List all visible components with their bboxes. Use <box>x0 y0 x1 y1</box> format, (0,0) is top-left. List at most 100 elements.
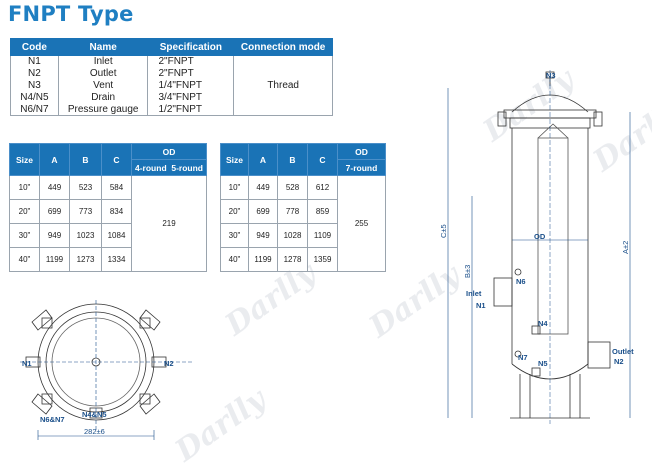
cell-size: 20" <box>220 199 249 224</box>
label-n7: N7 <box>518 353 528 362</box>
table-row: 40" 1199 1278 1359 <box>220 247 386 272</box>
cell-a: 699 <box>248 199 278 224</box>
cell-size: 10" <box>220 175 249 200</box>
side-view-drawing: N3 OD N6 Inlet N1 N4 N7 N5 Outlet N2 C±5… <box>439 70 634 424</box>
clamp-bolt <box>593 111 603 127</box>
cell-code: N3 <box>10 79 59 92</box>
cell-size: 30" <box>9 223 40 248</box>
size-table-7-round: Size A B C OD 7-round 10" 449 528 612 25… <box>220 143 386 272</box>
flange-ear <box>31 309 53 331</box>
cell-b: 523 <box>69 175 102 200</box>
filter-bag-top <box>537 123 569 139</box>
cell-spec: 1/2"FNPT <box>147 103 235 116</box>
cell-size: 10" <box>9 175 40 200</box>
cell-code: N1 <box>10 55 59 68</box>
cell-a: 1199 <box>39 247 70 272</box>
cell-name: Inlet <box>57 55 149 68</box>
label-n4: N4 <box>538 319 548 328</box>
top-view-drawing: N1 N2 N6&N7 N4&N5 282±6 <box>20 300 192 440</box>
label-a: A±2 <box>621 241 630 254</box>
table-row: 10" 449 523 584 219 <box>9 175 207 272</box>
cell-a: 1199 <box>248 247 278 272</box>
cell-spec: 3/4"FNPT <box>147 91 235 104</box>
header-a: A <box>39 143 70 176</box>
cell-code: N4/N5 <box>10 91 59 104</box>
cell-spec: 2"FNPT <box>147 67 235 80</box>
label-od: OD <box>534 232 546 241</box>
cell-c: 834 <box>101 199 132 224</box>
cell-name: Drain <box>57 91 149 104</box>
header-od-sub: 4-round 5-round <box>131 159 207 176</box>
cell-od: 219 <box>131 175 207 272</box>
cell-b: 1028 <box>277 223 308 248</box>
clamp-bolt <box>497 111 507 127</box>
cell-c: 1334 <box>101 247 132 272</box>
cell-size: 20" <box>9 199 40 224</box>
cell-size: 40" <box>220 247 249 272</box>
cell-c: 859 <box>307 199 338 224</box>
cell-b: 1023 <box>69 223 102 248</box>
cell-b: 1273 <box>69 247 102 272</box>
size-table-subheader: 7-round <box>221 159 386 176</box>
code-table: Code Name Specification Connection mode … <box>10 38 333 116</box>
header-c: C <box>307 143 338 176</box>
cell-name: Vent <box>57 79 149 92</box>
header-size: Size <box>9 143 40 176</box>
cell-b: 773 <box>69 199 102 224</box>
size-table-header: Size A B C OD <box>9 143 207 176</box>
cell-od: 255 <box>337 175 386 272</box>
label-n4n5: N4&N5 <box>82 410 107 419</box>
label-inlet: Inlet <box>466 289 482 298</box>
header-a: A <box>248 143 278 176</box>
header-name: Name <box>57 38 149 56</box>
header-size: Size <box>220 143 249 176</box>
label-b: B±3 <box>463 265 472 278</box>
flange-ear <box>31 393 53 415</box>
cell-size: 40" <box>9 247 40 272</box>
header-od: OD <box>337 143 386 160</box>
cell-name: Outlet <box>57 67 149 80</box>
label-n2: N2 <box>614 357 624 366</box>
cell-code: N2 <box>10 67 59 80</box>
table-row: N3 Vent 1/4"FNPT <box>10 79 333 92</box>
cell-b: 1278 <box>277 247 308 272</box>
cell-code: N6/N7 <box>10 103 59 116</box>
table-row: N2 Outlet 2"FNPT <box>10 67 333 80</box>
cell-connection-mode: Thread <box>233 55 333 116</box>
cell-b: 528 <box>277 175 308 200</box>
label-width: 282±6 <box>84 427 105 436</box>
page-title: FNPT Type <box>8 2 134 26</box>
inlet-nozzle <box>493 277 513 307</box>
label-n3: N3 <box>546 71 556 80</box>
table-row: 20" 699 778 859 <box>220 199 386 224</box>
port-n4 <box>531 325 541 335</box>
label-n1: N1 <box>476 301 486 310</box>
cell-c: 1084 <box>101 223 132 248</box>
cell-a: 949 <box>248 223 278 248</box>
cell-size: 30" <box>220 223 249 248</box>
table-row: 40" 1199 1273 1334 <box>9 247 207 272</box>
header-od: OD <box>131 143 207 160</box>
cell-a: 449 <box>39 175 70 200</box>
label-c: C±5 <box>439 224 448 238</box>
flange-ear <box>139 393 161 415</box>
table-row: N6/N7 Pressure gauge 1/2"FNPT <box>10 103 333 116</box>
cell-c: 1109 <box>307 223 338 248</box>
cell-c: 584 <box>101 175 132 200</box>
label-n6n7: N6&N7 <box>40 415 65 424</box>
label-outlet: Outlet <box>612 347 634 356</box>
table-row: 20" 699 773 834 <box>9 199 207 224</box>
size-table-subheader: 4-round 5-round <box>10 159 207 176</box>
label-n6: N6 <box>516 277 526 286</box>
code-table-header: Code Name Specification Connection mode <box>10 38 333 56</box>
leg <box>41 317 53 329</box>
cell-spec: 1/4"FNPT <box>147 79 235 92</box>
table-row: N4/N5 Drain 3/4"FNPT <box>10 91 333 104</box>
leg <box>41 393 53 405</box>
port-n5 <box>531 367 541 377</box>
cell-c: 1359 <box>307 247 338 272</box>
header-c: C <box>101 143 132 176</box>
cell-c: 612 <box>307 175 338 200</box>
outlet-nozzle <box>587 341 611 369</box>
filter-bag <box>537 137 569 335</box>
